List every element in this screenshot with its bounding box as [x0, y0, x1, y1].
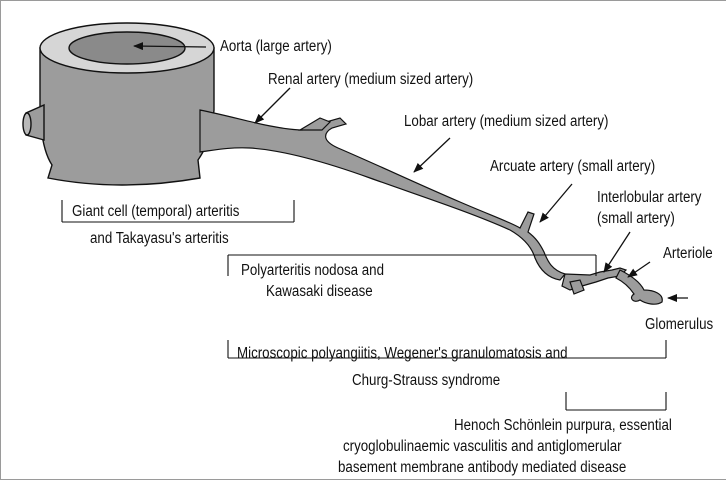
cryoglobulinaemic-vasculitis-label: cryoglobulinaemic vasculitis and antiglo…	[343, 438, 622, 456]
glomerulus-label: Glomerulus	[645, 316, 713, 334]
hsp-bracket	[566, 392, 666, 410]
kawasaki-disease-label: Kawasaki disease	[266, 283, 373, 301]
interlobular-artery-sublabel: (small artery)	[597, 210, 675, 228]
giant-cell-arteritis-label: Giant cell (temporal) arteritis	[72, 203, 239, 221]
microscopic-polyangiitis-label: Microscopic polyangiitis, Wegener's gran…	[237, 345, 568, 363]
arcuate-artery-label: Arcuate artery (small artery)	[490, 158, 655, 176]
arteriole-label: Arteriole	[663, 245, 713, 263]
anti-gbm-disease-label: basement membrane antibody mediated dise…	[338, 459, 626, 477]
henoch-schonlein-label: Henoch Schönlein purpura, essential	[454, 417, 672, 435]
arcuate-arrow	[540, 184, 572, 222]
churg-strauss-label: Churg-Strauss syndrome	[352, 372, 500, 390]
renal-artery-label: Renal artery (medium sized artery)	[268, 71, 473, 89]
arteriole-arrow	[628, 262, 650, 277]
lobar-artery-label: Lobar artery (medium sized artery)	[404, 113, 608, 131]
polyarteritis-nodosa-label: Polyarteritis nodosa and	[241, 262, 384, 280]
renal-arrow	[255, 88, 290, 123]
lobar-arrow	[414, 138, 450, 172]
takayasu-arteritis-label: and Takayasu's arteritis	[90, 230, 229, 248]
aorta-label: Aorta (large artery)	[220, 38, 332, 56]
interlobular-arrow	[604, 232, 630, 272]
interlobular-artery-label: Interlobular artery	[597, 189, 701, 207]
